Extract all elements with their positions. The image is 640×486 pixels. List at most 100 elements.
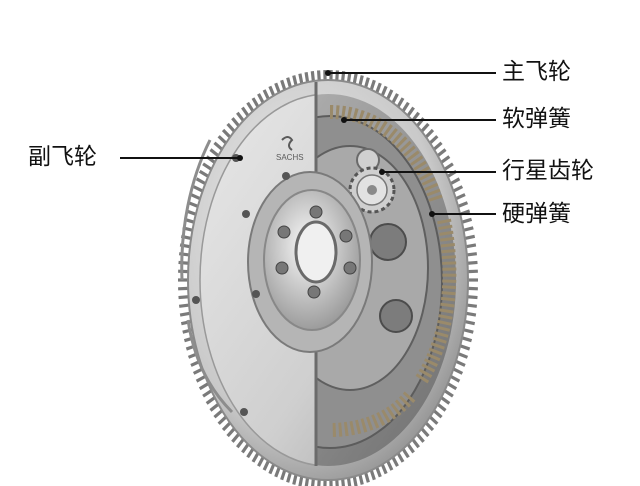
gear-tooth bbox=[178, 295, 189, 300]
gear-tooth bbox=[221, 128, 232, 139]
gear-tooth bbox=[352, 476, 358, 486]
label-soft-spring: 软弹簧 bbox=[502, 106, 571, 132]
gear-tooth bbox=[391, 456, 399, 467]
gear-tooth bbox=[205, 396, 216, 405]
leader-dots bbox=[237, 70, 435, 217]
gear-tooth bbox=[465, 311, 477, 317]
gear-tooth bbox=[231, 117, 240, 127]
gear-tooth bbox=[298, 476, 304, 486]
gear-tooth bbox=[424, 421, 435, 432]
gear-tooth bbox=[358, 474, 364, 485]
gear-tooth bbox=[335, 479, 339, 486]
gear-tooth bbox=[246, 448, 255, 459]
gear-tooth bbox=[352, 73, 358, 84]
gear-tooth bbox=[192, 185, 204, 193]
gear-tooth bbox=[292, 474, 298, 485]
gear-tooth bbox=[335, 70, 340, 81]
gear-tooth bbox=[449, 374, 461, 383]
gear-tooth bbox=[364, 472, 370, 483]
gear-tooth bbox=[209, 402, 220, 412]
gear-tooth bbox=[443, 389, 454, 398]
gear-tooth bbox=[262, 460, 270, 471]
gear-tooth bbox=[386, 89, 394, 100]
gear-tooth bbox=[463, 226, 474, 232]
gear-tooth bbox=[463, 328, 474, 334]
gear-tooth bbox=[436, 402, 447, 412]
gear-tooth bbox=[341, 478, 345, 486]
gear-tooth bbox=[187, 201, 199, 208]
gear-tooth bbox=[466, 303, 478, 308]
gear-tooth bbox=[310, 70, 315, 82]
gear-tooth bbox=[396, 452, 405, 463]
gear-tooth bbox=[246, 101, 255, 112]
gear-tooth bbox=[298, 73, 304, 84]
lower-spring bbox=[329, 391, 416, 437]
gear-tooth bbox=[440, 155, 451, 164]
gear-tooth bbox=[401, 101, 410, 112]
gear-tooth bbox=[280, 469, 287, 481]
gear-tooth bbox=[304, 72, 310, 83]
gear-tooth bbox=[280, 79, 287, 91]
gear-tooth bbox=[464, 234, 476, 240]
gear-tooth bbox=[209, 148, 220, 158]
gear-tooth bbox=[286, 77, 292, 88]
gear-tooth bbox=[465, 243, 477, 249]
gear-tooth bbox=[420, 122, 430, 133]
gear-tooth bbox=[198, 382, 210, 391]
gear-tooth bbox=[467, 260, 478, 265]
gear-tooth bbox=[452, 367, 464, 375]
gear-tooth bbox=[316, 70, 321, 81]
gear-tooth bbox=[449, 177, 461, 186]
gear-tooth bbox=[467, 295, 478, 300]
gear-tooth bbox=[443, 162, 454, 171]
gear-tooth bbox=[195, 374, 207, 383]
svg-text:SACHS: SACHS bbox=[276, 153, 304, 162]
gear-tooth bbox=[236, 111, 245, 122]
gear-tooth bbox=[461, 217, 473, 224]
gear-tooth bbox=[226, 122, 236, 133]
gear-tooth bbox=[251, 97, 260, 108]
gear-tooth bbox=[457, 201, 469, 208]
leader-lines bbox=[120, 72, 496, 215]
gear-tooth bbox=[386, 460, 394, 471]
gear-tooth bbox=[217, 415, 228, 425]
gear-tooth bbox=[358, 75, 364, 86]
label-secondary-flywheel: 副飞轮 bbox=[28, 144, 97, 170]
gear-tooth bbox=[257, 456, 265, 467]
gear-tooth bbox=[311, 478, 315, 486]
gear-tooth bbox=[213, 409, 224, 419]
gear-tooth bbox=[396, 97, 405, 108]
gear-tooth bbox=[466, 252, 478, 257]
gear-tooth bbox=[317, 479, 321, 486]
gear-tooth bbox=[401, 448, 410, 459]
gear-tooth bbox=[459, 344, 471, 351]
gear-tooth bbox=[455, 193, 466, 201]
gear-tooth bbox=[455, 359, 466, 367]
gear-tooth bbox=[202, 389, 213, 398]
gear-tooth bbox=[195, 177, 207, 186]
gear-tooth bbox=[262, 89, 270, 100]
gear-tooth bbox=[221, 421, 232, 432]
gear-tooth bbox=[411, 438, 420, 449]
gear-tooth bbox=[375, 466, 382, 478]
label-hard-spring: 硬弹簧 bbox=[502, 201, 571, 227]
gear-tooth bbox=[391, 93, 399, 104]
gear-tooth bbox=[440, 396, 451, 405]
sachs-logo: SACHS bbox=[276, 136, 304, 162]
gear-tooth bbox=[274, 466, 281, 478]
gear-tooth bbox=[251, 452, 260, 463]
gear-tooth bbox=[178, 303, 190, 308]
gear-tooth bbox=[257, 93, 265, 104]
gear-tooth bbox=[369, 469, 376, 481]
planetary-gear bbox=[348, 166, 396, 214]
gear-tooth bbox=[424, 128, 435, 139]
gear-tooth bbox=[268, 463, 276, 475]
gear-tooth bbox=[241, 106, 250, 117]
gear-tooth bbox=[190, 193, 201, 201]
gear-tooth bbox=[457, 352, 469, 359]
gear-tooth bbox=[178, 260, 189, 265]
gear-tooth bbox=[179, 311, 191, 317]
gear-tooth bbox=[231, 433, 240, 443]
